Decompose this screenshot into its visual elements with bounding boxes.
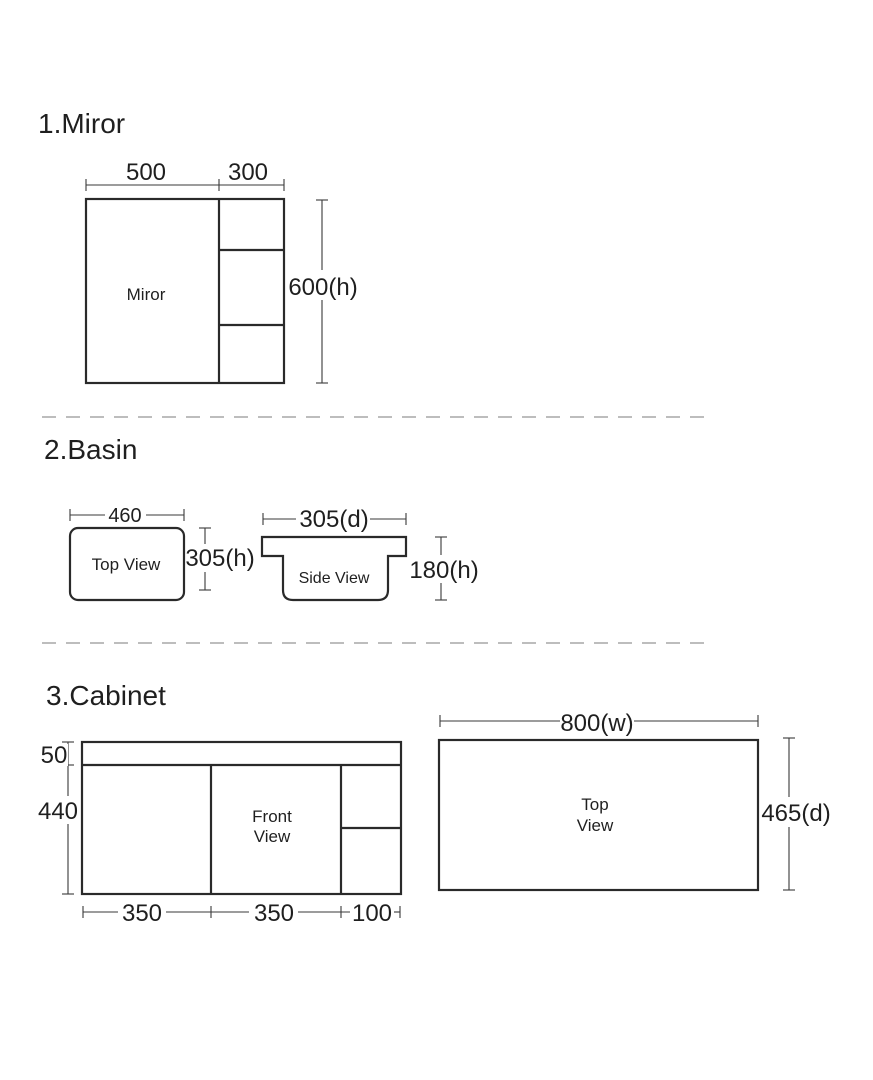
basin-top-width-dimension: [69, 509, 185, 521]
basin-side-view-label: Side View: [299, 570, 370, 587]
cabinet-heading: 3.Cabinet: [46, 680, 166, 711]
mirror-outline: [84, 197, 286, 385]
mirror-dim-300: 300: [228, 159, 268, 186]
cabinet-front-outline: [80, 740, 403, 896]
cabinet-top-view-outline: [437, 738, 760, 892]
basin-dim-180h: 180(h): [409, 557, 478, 584]
basin-dim-460: 460: [108, 505, 141, 527]
cabinet-dim-50: 50: [41, 742, 68, 769]
cabinet-dim-440: 440: [38, 798, 78, 825]
cabinet-top-width-dimension: [439, 715, 759, 727]
mirror-dim-600h: 600(h): [288, 274, 357, 301]
mirror-width-dimension: [85, 179, 285, 191]
cabinet-dim-100: 100: [352, 900, 392, 927]
cabinet-top-label-2: View: [577, 816, 614, 835]
basin-side-height-label-bg: [410, 555, 478, 583]
basin-dim-305d: 305(d): [299, 506, 368, 533]
basin-top-height-label-bg: [186, 544, 254, 572]
cabinet-front-label-1: Front: [252, 807, 292, 826]
basin-side-depth-dimension: [262, 513, 407, 525]
cabinet-front-width-dimension: [82, 906, 401, 918]
cabinet-dim-50-bg: [38, 744, 68, 766]
basin-top-view-outline: [68, 526, 186, 602]
cabinet-dim-800w: 800(w): [560, 710, 633, 737]
mirror-label: Miror: [127, 285, 166, 304]
basin-side-view-outline: [260, 535, 408, 602]
cabinet-top-label-1: Top: [581, 795, 608, 814]
cabinet-dim-350-b: 350: [254, 900, 294, 927]
cabinet-dim-350-a: 350: [122, 900, 162, 927]
cabinet-dim-440-bg: [36, 796, 80, 824]
basin-dim-305h: 305(h): [185, 545, 254, 572]
mirror-dim-500: 500: [126, 159, 166, 186]
basin-top-view-label: Top View: [92, 555, 161, 574]
cabinet-dim-465d-bg: [764, 797, 830, 827]
mirror-height-label-bg: [290, 270, 360, 300]
cabinet-dim-465d: 465(d): [761, 800, 830, 827]
cabinet-front-label-2: View: [254, 827, 291, 846]
basin-heading: 2.Basin: [44, 434, 137, 465]
mirror-heading: 1.Miror: [38, 108, 125, 139]
